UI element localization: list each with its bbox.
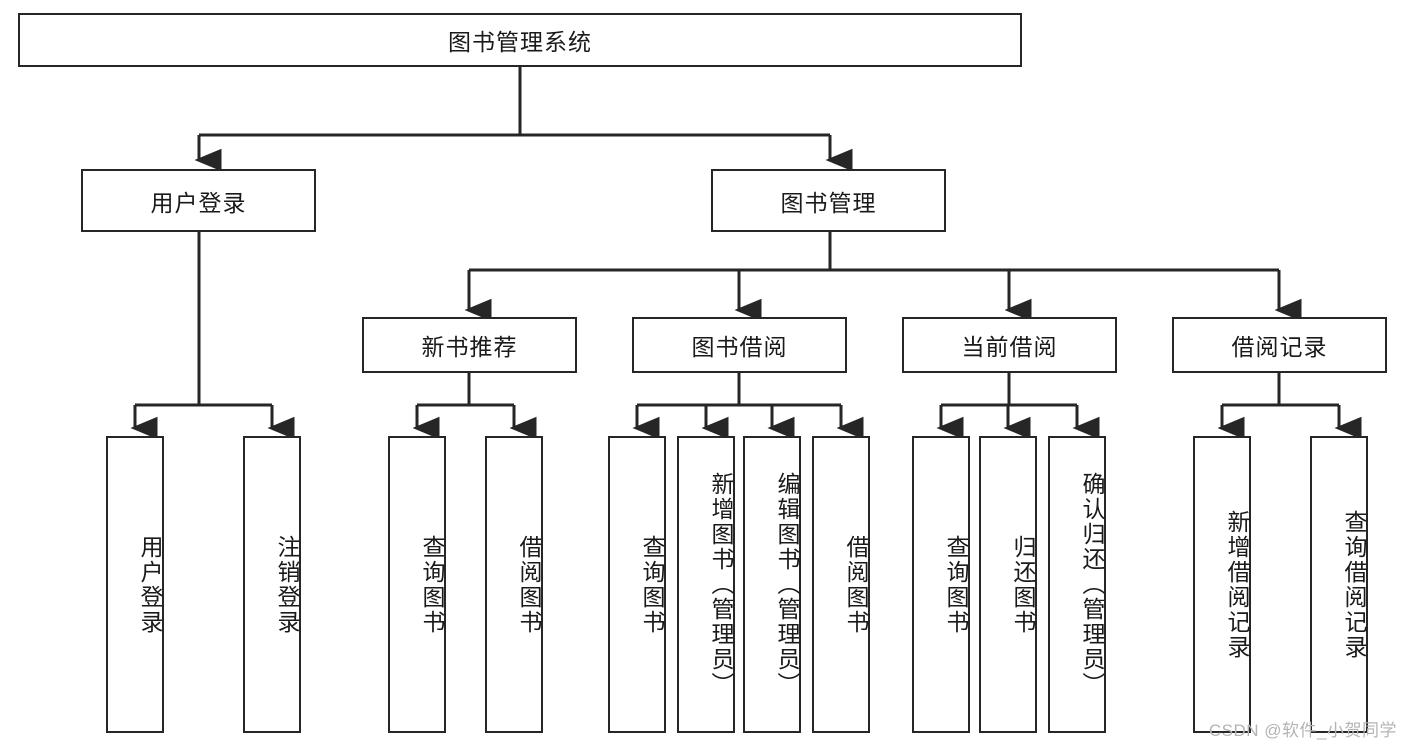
- node-label: 图书管理: [780, 189, 877, 216]
- node-label: 图书管理系统: [448, 29, 592, 55]
- node-current-borrow[interactable]: 当前借阅: [902, 317, 1117, 373]
- leaf-borrow-add-book-admin[interactable]: 新增图书（管理员）: [677, 436, 735, 733]
- node-label: 新增借阅记录: [1224, 509, 1250, 660]
- leaf-borrow-borrow-book[interactable]: 借阅图书: [812, 436, 870, 733]
- node-label: 图书借阅: [691, 334, 788, 360]
- leaf-user-login-login[interactable]: 用户登录: [106, 436, 164, 733]
- leaf-record-add-record[interactable]: 新增借阅记录: [1193, 436, 1251, 733]
- node-label: 当前借阅: [961, 334, 1058, 360]
- leaf-current-confirm-return-admin[interactable]: 确认归还（管理员）: [1048, 436, 1106, 733]
- leaf-current-query-book[interactable]: 查询图书: [912, 436, 970, 733]
- node-label: 归还图书: [1010, 534, 1036, 635]
- leaf-user-login-logout[interactable]: 注销登录: [243, 436, 301, 733]
- node-book-management[interactable]: 图书管理: [711, 169, 946, 232]
- node-user-login[interactable]: 用户登录: [81, 169, 316, 232]
- node-borrow-record[interactable]: 借阅记录: [1172, 317, 1387, 373]
- node-label: 新增图书（管理员）: [708, 472, 734, 697]
- leaf-borrow-query-book[interactable]: 查询图书: [608, 436, 666, 733]
- node-label: 编辑图书（管理员）: [774, 472, 800, 697]
- node-label: 确认归还（管理员）: [1079, 472, 1105, 697]
- watermark: CSDN @软件_小贺同学: [1208, 721, 1397, 740]
- node-label: 借阅图书: [843, 534, 869, 635]
- node-label: 注销登录: [274, 534, 300, 635]
- leaf-recommend-borrow-book[interactable]: 借阅图书: [485, 436, 543, 733]
- node-book-borrow[interactable]: 图书借阅: [632, 317, 847, 373]
- leaf-record-query-record[interactable]: 查询借阅记录: [1310, 436, 1368, 733]
- node-label: 借阅记录: [1231, 334, 1328, 360]
- node-label: 借阅图书: [516, 534, 542, 635]
- node-label: 用户登录: [137, 534, 163, 635]
- node-new-book-recommend[interactable]: 新书推荐: [362, 317, 577, 373]
- node-root-system[interactable]: 图书管理系统: [18, 13, 1022, 67]
- leaf-current-return-book[interactable]: 归还图书: [979, 436, 1037, 733]
- node-label: 新书推荐: [421, 334, 518, 360]
- node-label: 查询图书: [419, 534, 445, 635]
- node-label: 查询图书: [943, 534, 969, 635]
- leaf-borrow-edit-book-admin[interactable]: 编辑图书（管理员）: [743, 436, 801, 733]
- leaf-recommend-query-book[interactable]: 查询图书: [388, 436, 446, 733]
- node-label: 查询图书: [639, 534, 665, 635]
- node-label: 查询借阅记录: [1341, 509, 1367, 660]
- node-label: 用户登录: [150, 189, 247, 216]
